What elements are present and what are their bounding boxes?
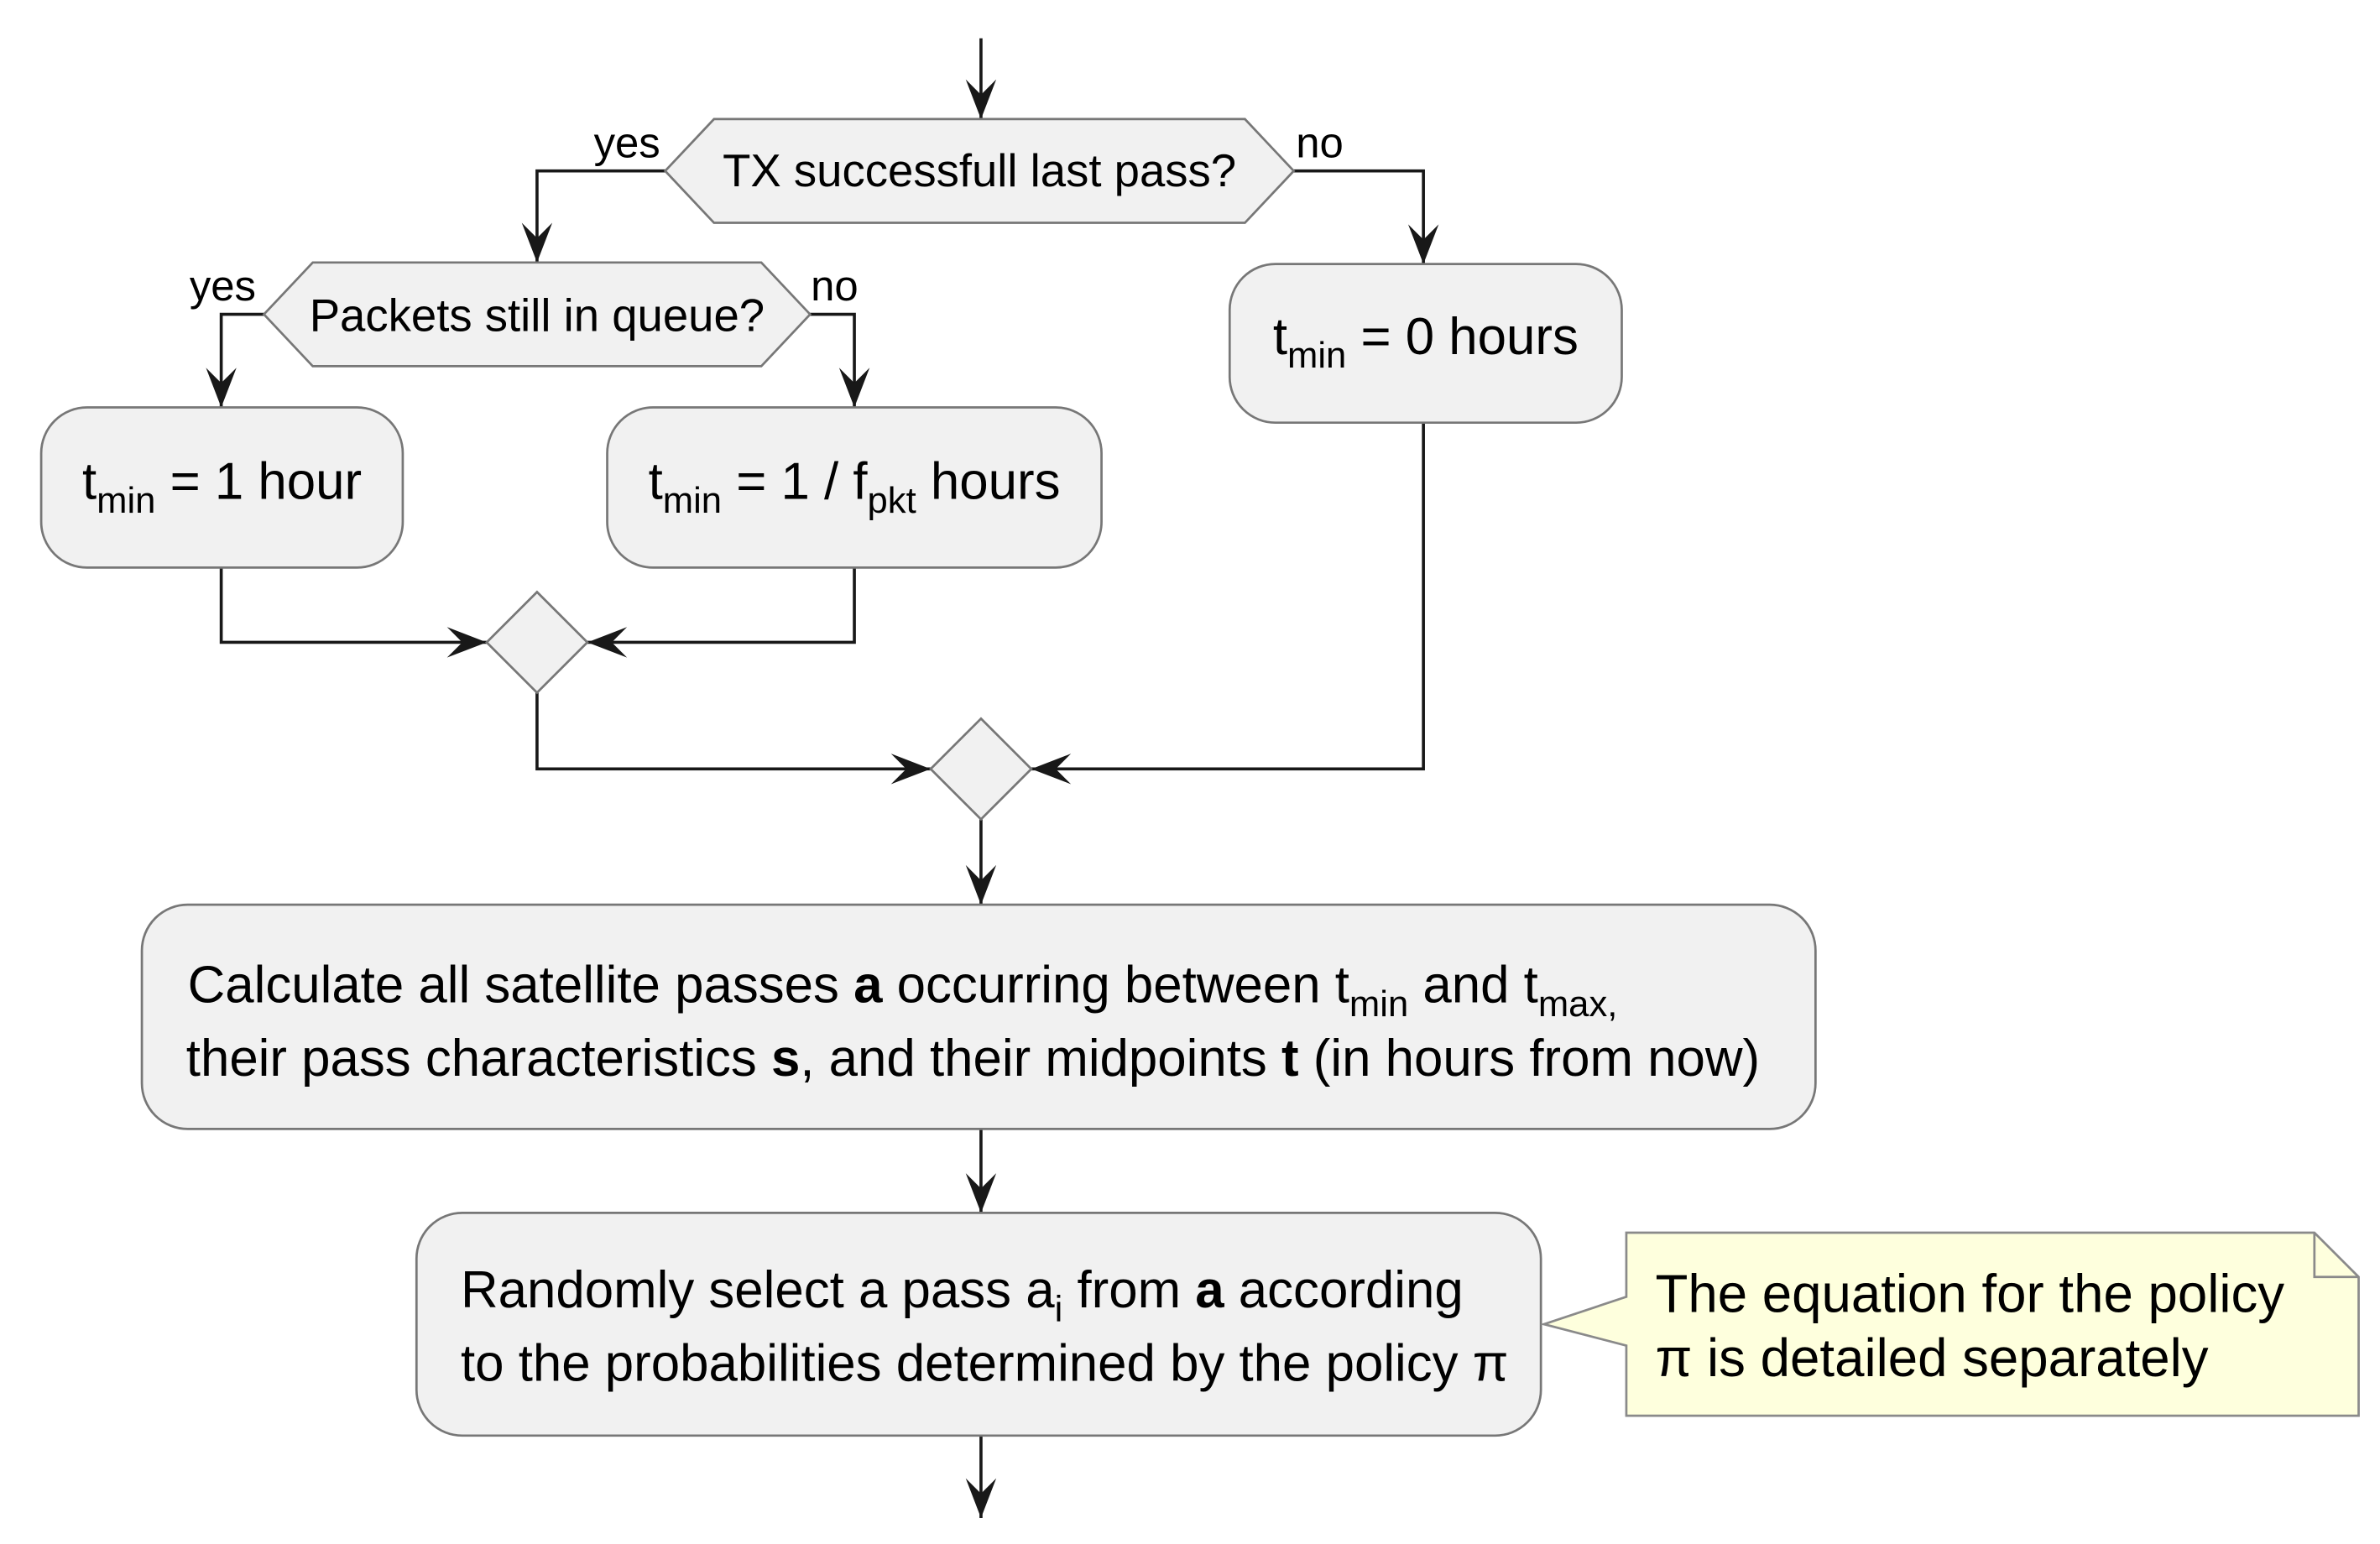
action-text-line-1: Randomly select a pass ai from a accordi… <box>461 1261 1464 1329</box>
action-text-line-2: their pass characteristics s, and their … <box>186 1030 1760 1088</box>
decision-label: Packets still in queue? <box>310 290 765 342</box>
action-box <box>39 406 404 569</box>
connector-end <box>965 1435 997 1518</box>
connector-line <box>587 567 856 644</box>
arrowhead <box>206 368 237 408</box>
action-text-line-2: to the probabilities determined by the p… <box>461 1334 1508 1392</box>
note-fold-corner <box>2313 1233 2359 1279</box>
decision-hexagon <box>663 117 1296 224</box>
arrowhead <box>890 754 931 785</box>
decision-packets-in-queue: Packets still in queue? yes no <box>190 261 859 368</box>
branch-label-no: no <box>1296 118 1344 166</box>
arrowhead <box>838 368 870 408</box>
unit-text: hours <box>916 453 1061 511</box>
connector-line <box>535 692 931 771</box>
text-run: , and their midpoints <box>800 1030 1281 1088</box>
bold-variable-a: a <box>1195 1261 1224 1319</box>
text-run: occurring between t <box>882 957 1349 1015</box>
connector-start <box>965 38 997 119</box>
connector-tx-yes <box>521 169 665 263</box>
text-run: according <box>1224 1261 1464 1319</box>
subscript-max: max, <box>1538 984 1618 1025</box>
arrowhead <box>965 1478 997 1518</box>
connector-merge-to-merge <box>535 692 931 785</box>
decision-tx-success: TX successfull last pass? yes no <box>594 117 1344 224</box>
connector-queue-no <box>810 312 870 408</box>
subscript-i: i <box>1055 1289 1063 1329</box>
decision-label: TX successfull last pass? <box>723 145 1236 196</box>
action-box <box>606 406 1103 569</box>
variable-t: t <box>649 453 663 511</box>
merge-diamond-queue <box>484 590 589 695</box>
connector-line <box>535 169 665 263</box>
bold-variable-t: t <box>1281 1030 1299 1088</box>
arrowhead <box>965 864 997 905</box>
subscript-pkt: pkt <box>868 481 916 521</box>
action-box <box>1228 263 1623 425</box>
action-text: tmin = 0 hours <box>1273 308 1579 376</box>
text-run: from <box>1062 1261 1195 1319</box>
text-run: Calculate all satellite passes <box>188 957 853 1015</box>
action-tmin-packet-rate: tmin = 1 / fpkt hours <box>606 406 1103 569</box>
variable-t: t <box>82 453 97 511</box>
action-select-pass: Randomly select a pass ai from a accordi… <box>415 1212 1542 1437</box>
arrowhead <box>1031 754 1072 785</box>
arrowhead <box>1407 224 1439 264</box>
subscript-min: min <box>97 481 155 521</box>
arrowhead <box>965 79 997 119</box>
action-box <box>140 903 1817 1130</box>
connector-line <box>219 312 264 408</box>
note-text-line-1: The equation for the policy <box>1655 1265 2284 1324</box>
connector-line <box>1293 169 1425 264</box>
connector-line <box>219 567 487 644</box>
decision-hexagon <box>262 261 812 368</box>
connector-line <box>1031 422 1425 771</box>
note-shape <box>1539 1231 2360 1417</box>
action-tmin-zero: tmin = 0 hours <box>1228 263 1623 425</box>
text-run: Randomly select a pass a <box>461 1261 1055 1319</box>
text-run: their pass characteristics <box>186 1030 771 1088</box>
arrowhead <box>446 627 487 658</box>
connector-queue-yes <box>206 312 264 408</box>
value-text: = 1 / f <box>722 453 868 511</box>
action-text-line-1: Calculate all satellite passes a occurri… <box>188 957 1618 1025</box>
action-text: tmin = 1 hour <box>82 453 362 521</box>
merge-diamond-main <box>929 717 1033 822</box>
action-text: tmin = 1 / fpkt hours <box>649 453 1061 521</box>
bold-variable-s: s <box>771 1030 800 1088</box>
arrowhead <box>587 627 628 658</box>
action-calculate-passes: Calculate all satellite passes a occurri… <box>140 903 1817 1130</box>
subscript-min: min <box>1287 336 1346 376</box>
arrowhead <box>521 222 553 263</box>
connector-zero-to-merge <box>1031 422 1425 785</box>
branch-label-yes: yes <box>190 262 256 310</box>
connector-tx-no <box>1293 169 1439 264</box>
branch-label-no: no <box>811 262 859 310</box>
text-run: (in hours from now) <box>1299 1030 1760 1088</box>
bold-variable-a: a <box>853 957 883 1015</box>
value-text: = 1 hour <box>155 453 362 511</box>
variable-t: t <box>1273 308 1287 366</box>
branch-label-yes: yes <box>594 118 660 166</box>
connector-line <box>810 312 856 408</box>
connector-merge-to-calculate <box>965 819 997 905</box>
subscript-min: min <box>663 481 722 521</box>
note-policy: The equation for the policy π is detaile… <box>1539 1231 2360 1417</box>
arrowhead <box>965 1173 997 1213</box>
text-run: and t <box>1408 957 1538 1015</box>
connector-calculate-to-select <box>965 1129 997 1213</box>
value-text: = 0 hours <box>1346 308 1579 366</box>
connector-packet-rate-to-merge <box>587 567 856 658</box>
subscript-min: min <box>1349 984 1408 1025</box>
connector-one-hour-to-merge <box>219 567 487 658</box>
action-box <box>415 1212 1542 1437</box>
action-tmin-one-hour: tmin = 1 hour <box>39 406 404 569</box>
note-text-line-2: π is detailed separately <box>1655 1328 2208 1388</box>
